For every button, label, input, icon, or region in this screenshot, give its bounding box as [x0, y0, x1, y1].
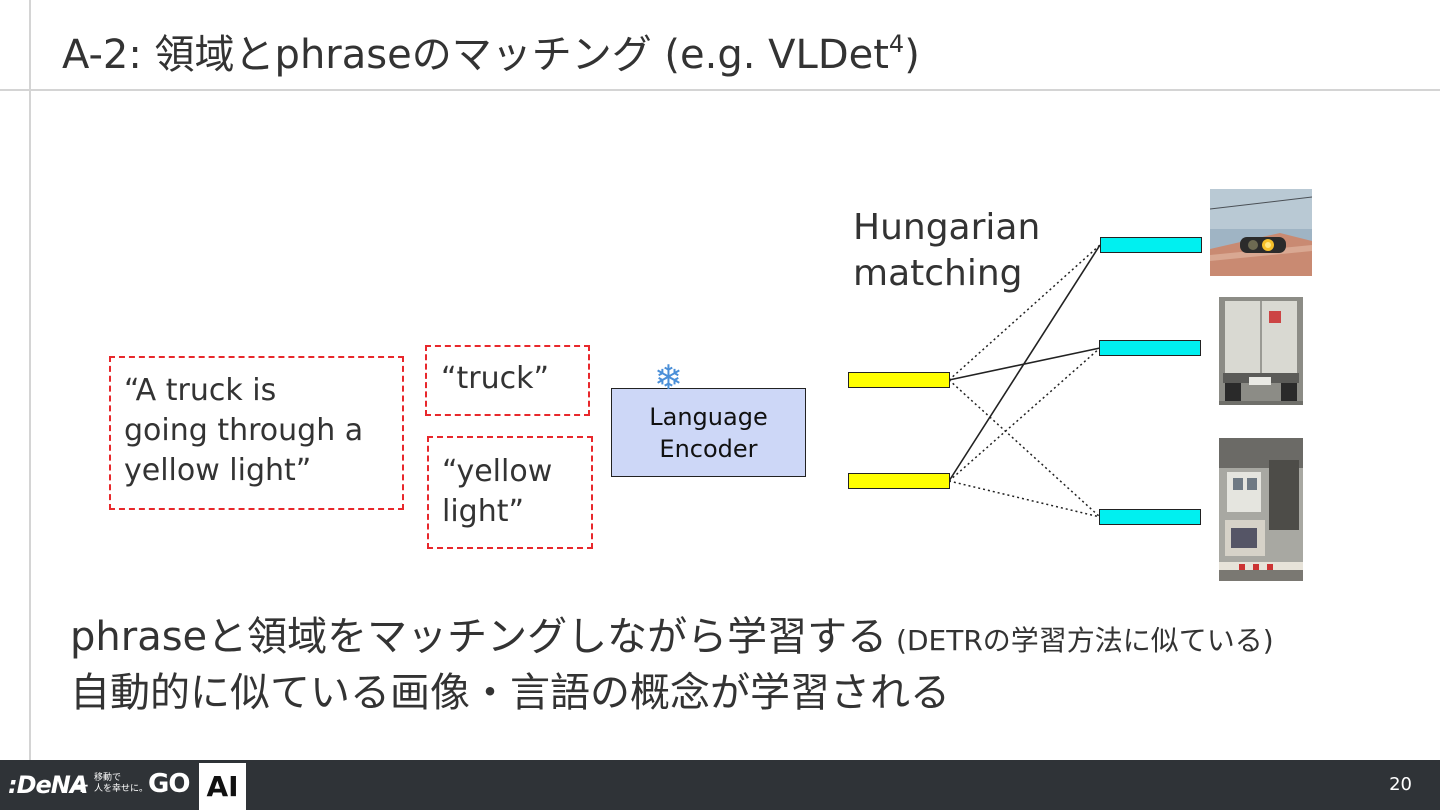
slide-title-close: ) [904, 32, 920, 78]
candidate-link [948, 480, 1101, 518]
bullet-line-1-note: (DETRの学習方法に似ている) [887, 624, 1274, 657]
page-number: 20 [1389, 774, 1412, 795]
snowflake-icon: ❄ [654, 358, 683, 398]
title-underline [0, 89, 1440, 91]
left-rule [29, 0, 31, 760]
slide-title-text: A-2: 領域とphraseのマッチング (e.g. VLDet [62, 32, 889, 78]
region-embedding-3 [1099, 509, 1201, 525]
logo-plus: + [73, 773, 90, 797]
phrase-text-truck: “truck” [441, 361, 550, 396]
bullet-line-1: phraseと領域をマッチングしながら学習する (DETRの学習方法に似ている) [70, 610, 1274, 668]
matched-link-yellow-light [948, 244, 1101, 482]
ai-badge: AI [199, 763, 246, 810]
language-encoder-label: Language Encoder [649, 402, 768, 463]
bullet-line-2: 自動的に似ている画像・言語の概念が学習される [70, 670, 950, 716]
go-logo: GO [148, 769, 190, 799]
go-slogan: 移動で 人を幸せに。 [94, 773, 149, 794]
region-embedding-2 [1099, 340, 1201, 356]
slide-title: A-2: 領域とphraseのマッチング (e.g. VLDet4) [62, 14, 920, 85]
region-image-traffic-light [1210, 189, 1312, 276]
candidate-link [948, 379, 1101, 518]
sentence-text: “A truck is going through a yellow light… [124, 373, 364, 488]
footer-bar: :DeNA + 移動で 人を幸せに。 GO AI 20 [0, 760, 1440, 810]
hungarian-matching-label: Hungarian matching [853, 207, 1041, 294]
region-image-truck [1219, 297, 1303, 405]
candidate-link [948, 347, 1101, 482]
candidate-link [948, 244, 1101, 381]
phrase-embedding-truck [848, 372, 950, 388]
phrase-text-yellow-light: “yellow light” [442, 454, 553, 529]
region-image-building [1219, 438, 1303, 581]
sentence-box [109, 356, 404, 510]
bullet-line-1-main: phraseと領域をマッチングしながら学習する [70, 614, 888, 660]
dena-logo: :DeNA [8, 771, 88, 799]
language-encoder-box: Language Encoder [611, 388, 806, 477]
phrase-box-yellow-light [427, 436, 593, 549]
citation-superscript: 4 [888, 30, 905, 58]
region-embedding-1 [1100, 237, 1202, 253]
phrase-box-truck [425, 345, 590, 416]
phrase-embedding-yellow-light [848, 473, 950, 489]
